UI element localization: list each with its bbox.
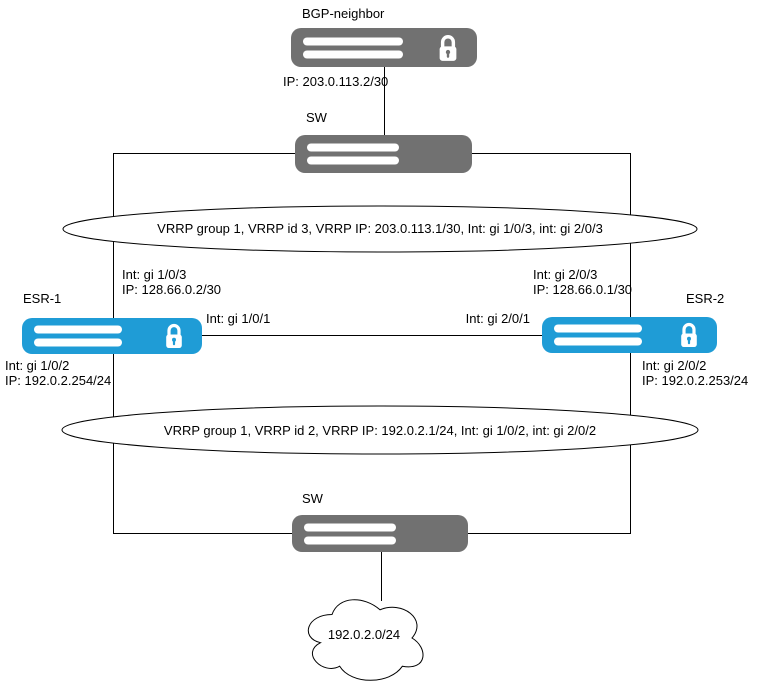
- lock-icon: [681, 322, 697, 347]
- esr1-device[interactable]: [22, 318, 202, 354]
- device-ports: [554, 324, 642, 346]
- cloud-shape[interactable]: [307, 599, 424, 681]
- port-bar: [307, 156, 399, 165]
- bgp-neighbor-device[interactable]: [291, 28, 477, 67]
- esr1-uplink-label: Int: gi 1/0/3 IP: 128.66.0.2/30: [122, 267, 221, 297]
- port-bar: [303, 37, 403, 45]
- device-ports: [34, 325, 122, 347]
- esr1-link-int-label: Int: gi 1/0/1: [206, 311, 271, 326]
- port-bar: [304, 536, 396, 544]
- esr1-downlink-label: Int: gi 1/0/2 IP: 192.0.2.254/24: [5, 358, 111, 388]
- esr1-uplink-int: Int: gi 1/0/3: [122, 267, 187, 282]
- bgp-neighbor-label: BGP-neighbor: [302, 6, 385, 21]
- port-bar: [34, 338, 122, 347]
- device-ports: [307, 143, 399, 165]
- lock-icon: [439, 34, 457, 61]
- port-bar: [554, 324, 642, 333]
- vrrp-top-text: VRRP group 1, VRRP id 3, VRRP IP: 203.0.…: [157, 221, 603, 236]
- sw-bottom-device[interactable]: [292, 515, 468, 552]
- esr1-downlink-int: Int: gi 1/0/2: [5, 358, 70, 373]
- bgp-ip-label: IP: 203.0.113.2/30: [283, 74, 389, 89]
- esr2-uplink-label: Int: gi 2/0/3 IP: 128.66.0.1/30: [533, 267, 632, 297]
- port-bar: [34, 325, 122, 334]
- cloud-network-label: 192.0.2.0/24: [327, 627, 401, 642]
- lock-icon: [166, 323, 182, 348]
- esr2-downlink-ip: IP: 192.0.2.253/24: [642, 373, 749, 388]
- esr2-downlink-label: Int: gi 2/0/2 IP: 192.0.2.253/24: [642, 358, 748, 388]
- port-bar: [303, 50, 403, 58]
- port-bar: [307, 143, 399, 152]
- port-bar: [304, 523, 396, 531]
- sw-top-label: SW: [306, 110, 327, 125]
- device-ports: [304, 523, 396, 544]
- esr1-uplink-ip: IP: 128.66.0.2/30: [122, 282, 222, 297]
- esr2-label: ESR-2: [686, 291, 725, 306]
- esr2-uplink-int: Int: gi 2/0/3: [533, 267, 598, 282]
- esr2-link-int-label: Int: gi 2/0/1: [465, 311, 530, 326]
- vrrp-ellipse-top[interactable]: [62, 205, 698, 253]
- esr1-downlink-ip: IP: 192.0.2.254/24: [5, 373, 112, 388]
- vrrp-ellipse-bottom[interactable]: [61, 405, 699, 455]
- esr2-device[interactable]: [542, 317, 717, 353]
- port-bar: [554, 337, 642, 346]
- vrrp-bottom-text: VRRP group 1, VRRP id 2, VRRP IP: 192.0.…: [163, 423, 597, 438]
- sw-bottom-label: SW: [302, 491, 323, 506]
- sw-top-device[interactable]: [295, 135, 472, 173]
- device-ports: [303, 37, 403, 58]
- esr2-uplink-ip: IP: 128.66.0.1/30: [533, 282, 633, 297]
- esr2-downlink-int: Int: gi 2/0/2: [642, 358, 707, 373]
- esr1-label: ESR-1: [23, 291, 62, 306]
